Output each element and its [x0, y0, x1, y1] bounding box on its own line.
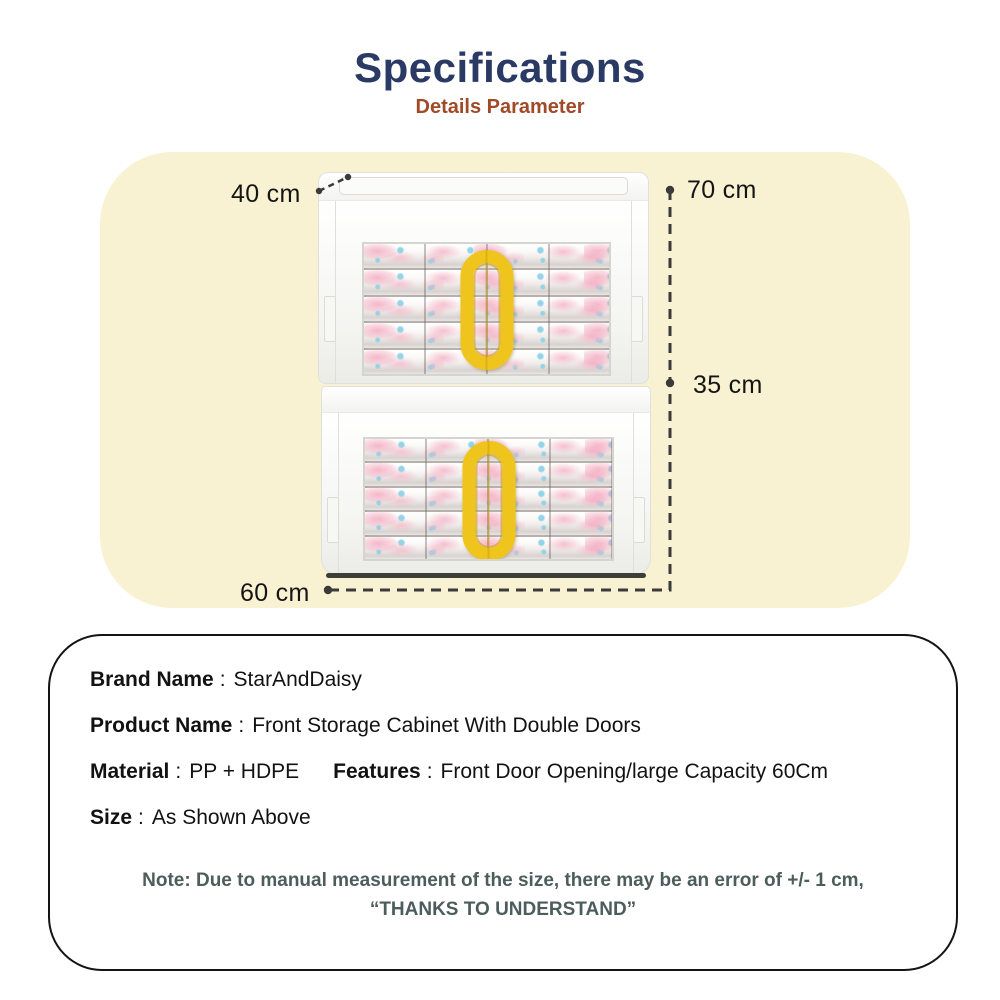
door-handle: [460, 250, 513, 370]
cabinet-unit-top: [318, 172, 649, 384]
page-subtitle: Details Parameter: [415, 96, 585, 118]
spec-colon: :: [238, 714, 245, 737]
fold-notch-left: [327, 496, 339, 543]
spec-colon: :: [219, 668, 226, 691]
spec-row-product: Product Name: Front Storage Cabinet With …: [90, 714, 916, 738]
measurement-note: Note: Due to manual measurement of the s…: [90, 866, 916, 924]
spec-colon: :: [175, 760, 182, 783]
dimension-label-unit-height: 35 cm: [693, 371, 763, 399]
spec-pair-features: Features: Front Door Opening/large Capaci…: [333, 760, 828, 784]
spec-label-brand: Brand Name: [90, 668, 214, 691]
spec-label-product: Product Name: [90, 714, 233, 737]
spec-box: Brand Name: StarAndDaisy Product Name: Fro…: [48, 634, 958, 971]
measurement-note-line2: “THANKS TO UNDERSTAND”: [369, 899, 637, 920]
spec-row-size: Size: As Shown Above: [90, 806, 916, 830]
cabinet-lid-recess: [339, 177, 628, 195]
fold-notch-right: [633, 496, 645, 543]
cabinet-lid: [318, 172, 649, 200]
cabinet-lid: [321, 386, 651, 412]
measurement-note-line1: Note: Due to manual measurement of the s…: [142, 870, 864, 891]
spec-label-material: Material: [90, 760, 170, 783]
spec-value-brand: StarAndDaisy: [233, 668, 362, 691]
spec-row-brand: Brand Name: StarAndDaisy: [90, 668, 916, 692]
spec-colon: :: [138, 806, 144, 829]
spec-value-size: As Shown Above: [151, 806, 311, 829]
cabinet-window: [363, 437, 614, 561]
spec-colon: :: [426, 760, 433, 783]
dimension-label-width: 60 cm: [240, 579, 310, 607]
dimension-label-total-height: 70 cm: [687, 176, 757, 204]
cabinet-window: [362, 242, 611, 376]
cabinet-unit-bottom: [321, 386, 651, 578]
spec-label-features: Features: [333, 760, 421, 783]
page-title: Specifications: [354, 44, 646, 91]
fold-notch-right: [631, 295, 643, 342]
cabinet-body: [321, 412, 651, 575]
fold-notch-left: [324, 295, 336, 342]
spec-value-product: Front Storage Cabinet With Double Doors: [252, 714, 641, 737]
spec-value-features: Front Door Opening/large Capacity 60Cm: [440, 760, 829, 783]
spec-value-material: PP + HDPE: [189, 760, 300, 783]
cabinet-body: [318, 200, 649, 384]
spec-row-material-features: Material: PP + HDPE Features: Front Door O…: [90, 760, 916, 784]
spec-label-size: Size: [90, 806, 133, 829]
dimension-label-depth: 40 cm: [231, 180, 301, 208]
door-handle: [462, 441, 515, 559]
